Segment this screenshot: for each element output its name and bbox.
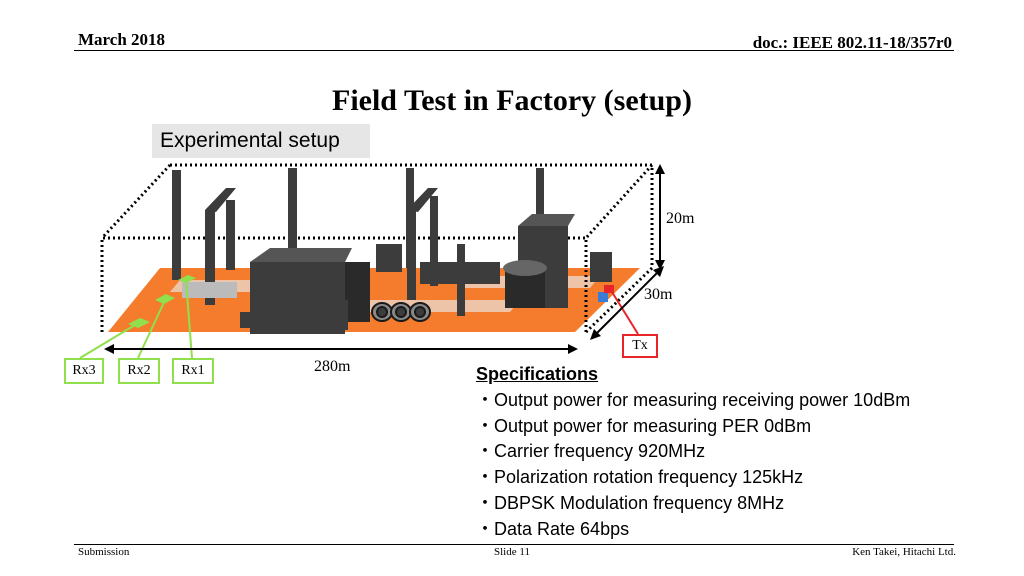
pillar [172,170,181,280]
rx1-label: Rx1 [172,358,214,384]
length-dimension-label: 280m [314,358,351,375]
rx3-label: Rx3 [64,358,104,384]
rx3-leader [79,321,141,359]
footer-slide-number: Slide 11 [494,546,530,558]
footer-submission: Submission [78,546,130,558]
footer-divider [74,544,954,545]
machine-top [518,214,575,226]
specifications-heading: Specifications [476,364,599,384]
tx-leader [611,291,639,335]
machine-block [310,300,348,330]
frame-post [205,210,215,305]
spec-item: ・DBPSK Modulation frequency 8MHz [476,492,785,513]
spec-item: ・Carrier frequency 920MHz [476,441,706,462]
tx-label: Tx [622,334,658,358]
machine-block [376,244,402,272]
machine-block [590,252,612,282]
tank-top [503,260,547,276]
pillar [536,168,544,218]
dim-arrows [104,164,665,354]
bounding-box-edge [584,163,654,240]
bounding-box-front [100,236,588,332]
header-date: March 2018 [78,30,166,49]
frame-post [430,196,438,286]
spec-item: ・Output power for measuring PER 0dBm [476,415,812,436]
frame-beam [205,188,236,212]
machine-block [182,282,237,298]
slide-title: Field Test in Factory (setup) [332,84,692,117]
spec-item: ・Polarization rotation frequency 125kHz [476,467,804,488]
machine-block [240,312,270,328]
tx-marker [598,292,608,302]
machine-top [250,248,352,262]
bounding-box-edge [100,163,172,240]
machine-block [345,262,370,322]
machines [172,168,612,334]
pillar [288,168,297,260]
header-divider [74,50,954,51]
specifications-block: Specifications ・Output power for measuri… [476,362,910,543]
machine-block [420,262,500,284]
rx1-leader [185,279,193,359]
machine-block [548,286,562,304]
experimental-setup-label: Experimental setup [152,124,370,158]
rx1-marker [178,275,196,283]
tx-marker [604,285,614,293]
rx2-label: Rx2 [118,358,160,384]
spec-item: ・Output power for measuring receiving po… [476,389,911,410]
frame-post [407,210,416,300]
footer-author: Ken Takei, Hitachi Ltd. [852,546,956,558]
header-doc-id: doc.: IEEE 802.11-18/357r0 [752,33,952,52]
frame-beam [407,188,438,212]
frame-post [226,200,235,270]
pipe-cluster [371,302,431,322]
spec-item: ・Data Rate 64bps [476,518,630,539]
depth-dimension-label: 30m [644,286,673,303]
bounding-box-edge [584,266,654,334]
height-dimension-label: 20m [666,210,695,227]
